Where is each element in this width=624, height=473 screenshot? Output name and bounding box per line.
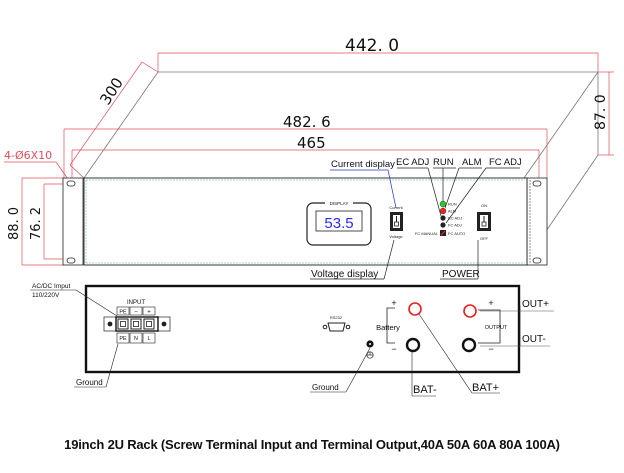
output-negative-terminal[interactable]: [461, 337, 477, 353]
db9-connector-icon: [327, 322, 346, 332]
output-label: OUTPUT: [485, 325, 508, 331]
display-screen: [315, 210, 363, 232]
ec-adj-knob-icon[interactable]: [440, 215, 446, 221]
battery-negative-terminal[interactable]: [405, 337, 421, 353]
fc-auto-label: FC AUTO: [448, 231, 465, 236]
dim-inner-width: 465: [297, 134, 326, 152]
right-rack-ear: [526, 177, 548, 266]
callout-ec-adj: EC ADJ: [396, 157, 430, 168]
front-face: [83, 177, 528, 266]
mount-hole-icon: [532, 257, 542, 264]
display-label: DISPLAY: [330, 201, 349, 206]
mount-hole-icon: [532, 180, 542, 187]
terminal-top-minus: −: [134, 310, 138, 316]
callout-out-plus: OUT+: [522, 299, 549, 310]
chassis-outline: [83, 71, 599, 241]
callout-out-minus: OUT-: [522, 334, 546, 345]
dim-left-height: 88. 0: [7, 207, 22, 240]
screw-icon: [107, 321, 113, 327]
input-note-voltage: 110/220V: [32, 292, 60, 299]
callout-ground-left: Ground: [76, 378, 103, 387]
fc-adj-knob-icon[interactable]: [440, 222, 446, 228]
input-title: INPUT: [127, 300, 145, 306]
dim-mount-holes: 4-Ø6X10: [4, 149, 52, 162]
terminal-bottom-pe: PE: [119, 336, 127, 342]
dim-hole-pitch: 76. 2: [29, 207, 44, 240]
serial-port[interactable]: RS232: [322, 315, 351, 332]
alm-led-icon: [439, 207, 447, 215]
mount-hole-icon: [66, 180, 76, 187]
terminal-top-pe: PE: [119, 310, 127, 316]
callout-current-display: Current display: [331, 159, 395, 170]
front-panel: DISPLAY 53.5 Current Voltage RUN ALM EC …: [62, 177, 548, 266]
callout-run: RUN: [433, 157, 454, 168]
terminal-bottom-l: L: [147, 336, 150, 342]
run-led-icon: [439, 200, 447, 208]
led-alm-label: ALM: [448, 209, 456, 214]
callout-voltage-display: Voltage display: [311, 269, 378, 280]
output-minus-sign: −: [488, 344, 493, 354]
battery-plus-sign: +: [391, 298, 396, 308]
terminal-screw-icon[interactable]: [146, 321, 152, 327]
callout-bat-minus: BAT-: [413, 384, 437, 396]
diagram-caption: 19inch 2U Rack (Screw Terminal Input and…: [64, 437, 560, 452]
led-ecadj-label: EC ADJ: [448, 216, 462, 221]
output-positive-terminal[interactable]: [463, 304, 477, 318]
dim-depth: 300: [96, 74, 127, 108]
power-off-label: OFF: [480, 236, 489, 241]
callout-power: POWER: [442, 269, 480, 280]
dim-right-height: 87. 0: [593, 94, 609, 130]
power-on-label: ON: [481, 203, 487, 208]
fc-manual-label: FC MANUAL: [415, 231, 439, 236]
terminal-screw-icon[interactable]: [133, 321, 139, 327]
switch-current-label: Current: [389, 205, 403, 210]
switch-voltage-label: Voltage: [389, 234, 403, 239]
display-value: 53.5: [324, 215, 353, 232]
callout-bat-plus: BAT+: [472, 382, 499, 394]
port-label: RS232: [330, 315, 343, 320]
screw-icon: [161, 321, 167, 327]
left-rack-ear: [62, 177, 84, 266]
terminal-bottom-n: N: [134, 336, 138, 342]
led-run-label: RUN: [448, 202, 457, 207]
terminal-top-plus: +: [147, 310, 151, 316]
input-note-type: AC/DC Imput: [32, 283, 70, 290]
dim-overall-width: 482. 6: [283, 113, 331, 131]
battery-positive-terminal[interactable]: [408, 302, 422, 316]
dimension-lines: [4, 52, 614, 266]
output-plus-sign: +: [488, 298, 493, 308]
callout-alm: ALM: [462, 157, 482, 168]
front-callouts: [310, 167, 520, 280]
callout-fc-adj: FC ADJ: [489, 157, 522, 168]
led-fcadj-label: FC ADJ: [448, 223, 462, 228]
battery-minus-sign: −: [391, 344, 396, 354]
callout-ground-right: Ground: [312, 383, 339, 392]
dim-top-width: 442. 0: [345, 36, 399, 56]
mount-hole-icon: [66, 257, 76, 264]
terminal-screw-icon[interactable]: [120, 321, 126, 327]
input-terminal-block: INPUT PE − + PE N L: [103, 300, 171, 344]
battery-label: Battery: [376, 323, 400, 332]
